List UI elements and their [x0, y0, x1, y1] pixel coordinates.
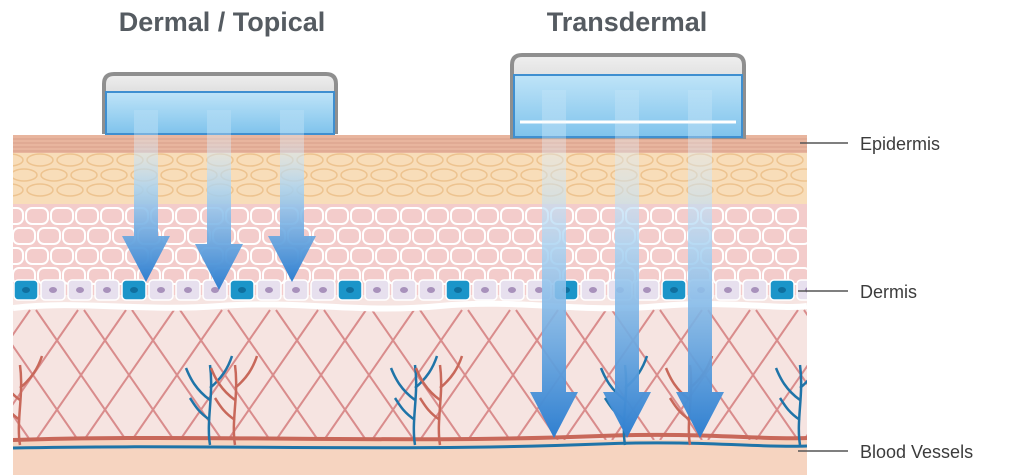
basal-nucleus — [157, 287, 165, 293]
basal-nucleus — [751, 287, 759, 293]
basal-nucleus — [724, 287, 732, 293]
basal-nucleus — [778, 287, 786, 293]
basal-nucleus — [211, 287, 219, 293]
basal-nucleus — [319, 287, 327, 293]
basal-nucleus — [346, 287, 354, 293]
basal-nucleus — [292, 287, 300, 293]
heading-transdermal: Transdermal — [547, 7, 708, 37]
collagen-fiber — [852, 310, 942, 440]
basal-nucleus — [805, 287, 813, 293]
basal-nucleus — [265, 287, 273, 293]
callout-dermis: Dermis — [798, 282, 917, 302]
basal-nucleus — [373, 287, 381, 293]
basal-nucleus — [508, 287, 516, 293]
callout-epidermis: Epidermis — [800, 134, 940, 154]
callout-blood-vessels: Blood Vessels — [798, 442, 973, 462]
callout-blood-vessels-label: Blood Vessels — [860, 442, 973, 462]
basal-nucleus — [103, 287, 111, 293]
basal-nucleus — [481, 287, 489, 293]
basal-nucleus — [49, 287, 57, 293]
callout-dermis-label: Dermis — [860, 282, 917, 302]
collagen-fiber — [804, 310, 894, 440]
basal-nucleus — [76, 287, 84, 293]
basal-nucleus — [400, 287, 408, 293]
collagen-fiber — [852, 310, 942, 440]
basal-nucleus — [670, 287, 678, 293]
basal-nucleus — [22, 287, 30, 293]
basal-nucleus — [589, 287, 597, 293]
collagen-fiber — [804, 310, 894, 440]
basal-nucleus — [184, 287, 192, 293]
basal-nucleus — [427, 287, 435, 293]
callout-epidermis-label: Epidermis — [860, 134, 940, 154]
basal-nucleus — [238, 287, 246, 293]
basal-nucleus — [130, 287, 138, 293]
basal-nucleus — [643, 287, 651, 293]
basal-nucleus — [535, 287, 543, 293]
basal-cell — [797, 280, 821, 300]
basal-nucleus — [454, 287, 462, 293]
heading-dermal-topical: Dermal / Topical — [119, 7, 326, 37]
